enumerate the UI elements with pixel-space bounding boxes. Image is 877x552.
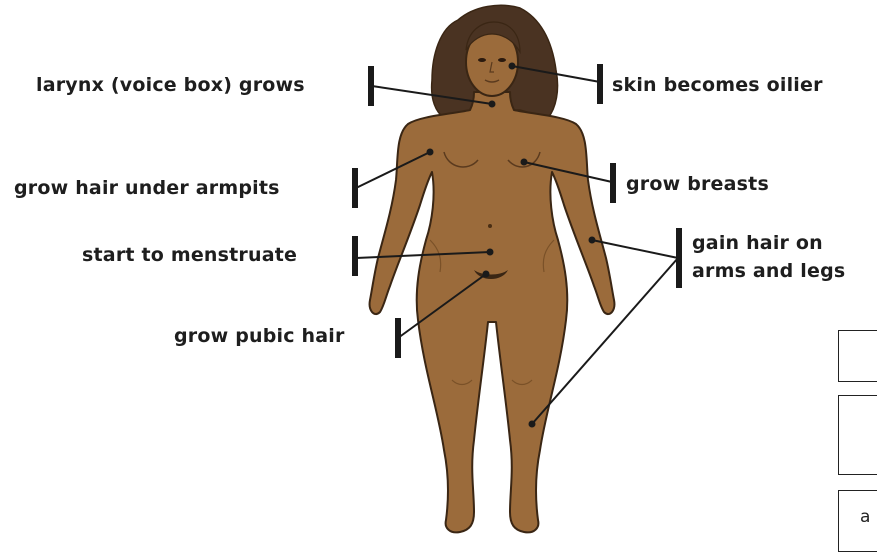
left-eye bbox=[478, 58, 486, 62]
right-eye bbox=[498, 58, 506, 62]
label-menstruate: start to menstruate bbox=[82, 242, 297, 268]
label-larynx: larynx (voice box) grows bbox=[36, 72, 305, 98]
label-skin: skin becomes oilier bbox=[612, 72, 823, 98]
label-armpits: grow hair under armpits bbox=[14, 175, 280, 201]
partial-box-2 bbox=[838, 395, 877, 475]
label-limbs-line2: arms and legs bbox=[692, 258, 845, 284]
label-pubic: grow pubic hair bbox=[174, 323, 345, 349]
navel bbox=[488, 224, 492, 228]
puberty-diagram: larynx (voice box) grows skin becomes oi… bbox=[0, 0, 877, 539]
body bbox=[370, 92, 615, 532]
bar-armpits bbox=[352, 168, 358, 208]
partial-box-3-text: a bbox=[860, 507, 870, 527]
bar-larynx bbox=[368, 66, 374, 106]
label-breasts: grow breasts bbox=[626, 171, 769, 197]
label-limbs-line1: gain hair on bbox=[692, 230, 823, 256]
bar-menstruate bbox=[352, 236, 358, 276]
partial-box-1 bbox=[838, 330, 877, 382]
bar-pubic bbox=[395, 318, 401, 358]
bar-skin bbox=[597, 64, 603, 104]
bar-breasts bbox=[610, 163, 616, 203]
partial-box-3 bbox=[838, 490, 877, 552]
bar-limbs bbox=[676, 228, 682, 288]
